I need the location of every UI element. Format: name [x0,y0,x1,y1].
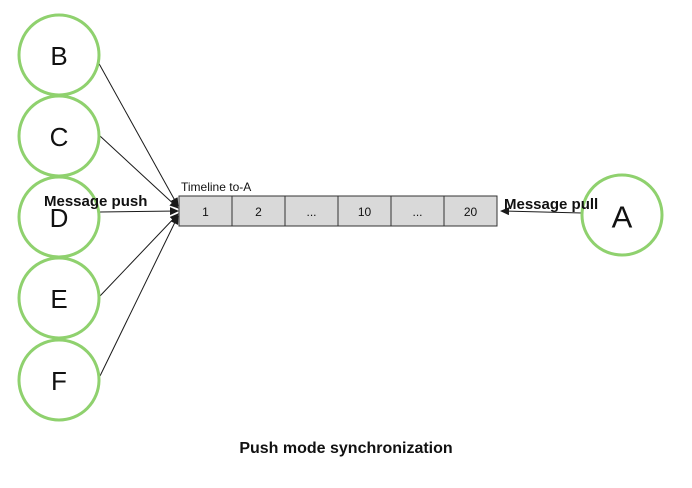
edge-c-to-timeline [99,135,179,209]
node-e-label: E [50,284,67,314]
timeline-cell-label: ... [306,205,316,219]
timeline-queue: 1 2 ... 10 ... 20 [178,195,498,227]
timeline-cell-label: 20 [464,205,478,219]
node-e-circle [17,256,101,340]
node-c: C [17,94,101,178]
edge-d-to-timeline [99,207,179,216]
timeline-cell-box [390,195,445,227]
timeline-cell: 10 [337,195,392,227]
timeline-cell-box [284,195,339,227]
timeline-cell: 2 [231,195,286,227]
node-e: E [17,256,101,340]
timeline-cell: ... [284,195,339,227]
node-b: B [17,13,101,97]
timeline-cell-label: ... [412,205,422,219]
timeline-cell: ... [390,195,445,227]
node-a-circle [580,173,664,257]
timeline-cell-label: 1 [202,205,209,219]
node-b-label: B [50,41,67,71]
node-d: D [17,175,101,259]
timeline-cell-box [337,195,392,227]
node-a: A [580,173,664,257]
timeline-cell: 1 [178,195,233,227]
timeline-label: Timeline to-A [181,180,251,194]
edge-a-pull [500,207,583,216]
node-f: F [17,338,101,422]
edge-f-to-timeline [99,215,179,377]
timeline-cell-box [231,195,286,227]
node-f-label: F [51,366,67,396]
timeline-cell-box [178,195,233,227]
diagram-caption: Push mode synchronization [239,440,453,457]
message-pull-label: Message pull [504,196,598,213]
timeline-cell-box [443,195,498,227]
timeline-cell: 20 [443,195,498,227]
node-f-circle [17,338,101,422]
node-a-label: A [612,200,633,235]
node-d-label: D [50,203,69,233]
timeline-cell-label: 2 [255,205,262,219]
message-push-label: Message push [44,193,147,210]
edge-e-to-timeline [99,213,179,297]
timeline-cell-label: 10 [358,205,372,219]
edge-b-to-timeline [96,59,179,207]
node-c-label: C [50,122,69,152]
